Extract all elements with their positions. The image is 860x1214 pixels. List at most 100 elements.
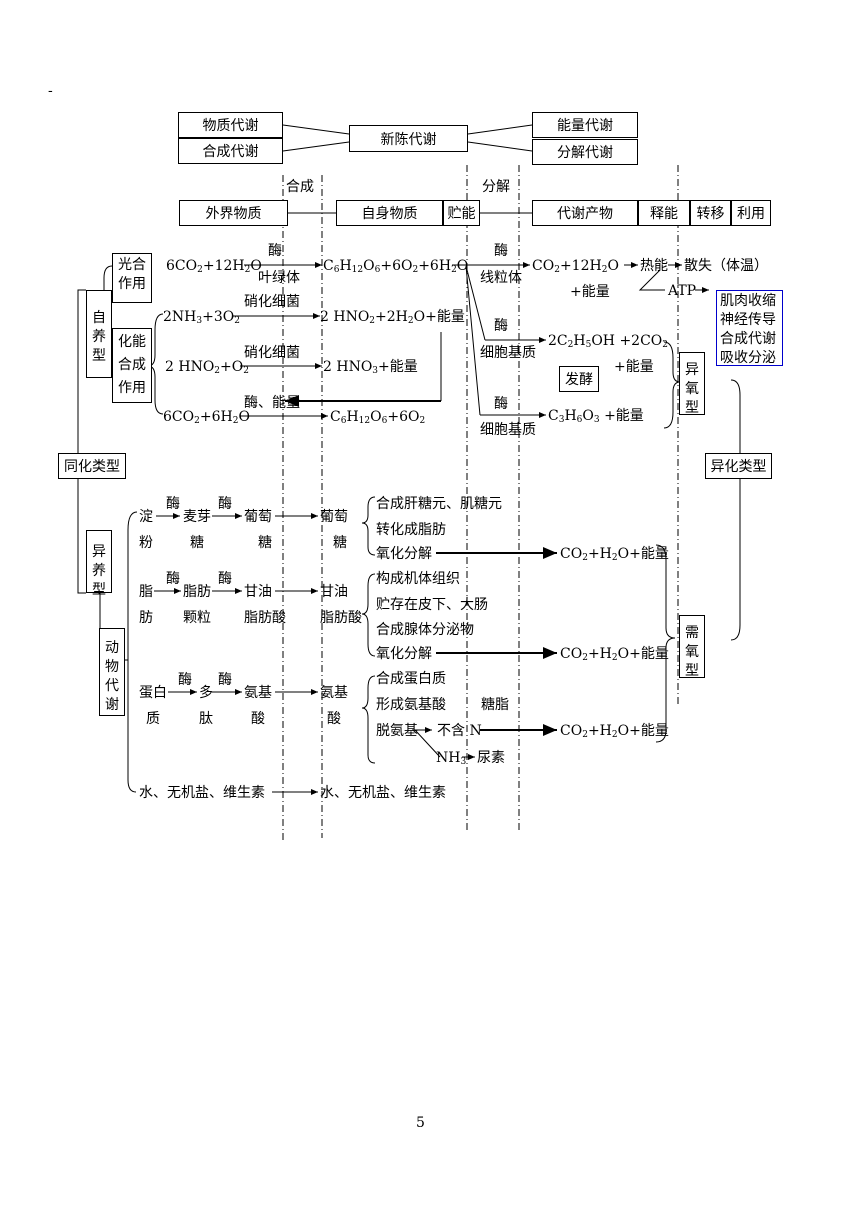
peptide-2: 肽 xyxy=(199,711,213,727)
glycerol-out-1: 甘油 xyxy=(320,584,348,600)
fat-fate-1: 构成机体组织 xyxy=(376,571,460,587)
chemosynthesis-label: 化能合成作用 xyxy=(118,334,146,396)
maltose-1: 麦芽 xyxy=(183,509,211,525)
utilize-box: 利用 xyxy=(731,200,771,226)
glucose-2: 糖 xyxy=(258,535,272,551)
energy-metabolism-box: 能量代谢 xyxy=(532,112,638,138)
sugar-output: CO2+H2O+能量 xyxy=(560,546,669,563)
decomposition-label: 分解 xyxy=(482,179,510,195)
ammonia-label: NH3 xyxy=(436,750,467,767)
water-salts-vitamins-right: 水、无机盐、维生素 xyxy=(320,785,446,801)
sugar-fate-2: 转化成脂肪 xyxy=(376,522,446,538)
glucose-1: 葡萄 xyxy=(244,509,272,525)
protein-output: CO2+H2O+能量 xyxy=(560,723,669,740)
sugar-fat-label: 糖脂 xyxy=(481,697,509,713)
fat-fate-4: 氧化分解 xyxy=(376,646,432,662)
fat-fate-2: 贮存在皮下、大肠 xyxy=(376,597,488,613)
anaer-enzyme-2: 酶 xyxy=(494,396,508,412)
atp-use-2: 神经传导 xyxy=(720,312,776,328)
metabolic-product-box: 代谢产物 xyxy=(532,200,638,226)
fat-output: CO2+H2O+能量 xyxy=(560,646,669,663)
photo-product: C6H12O6+6O2+6H2O xyxy=(323,258,469,275)
protein-fate-3: 脱氨基 xyxy=(376,723,418,739)
atp-label: ATP xyxy=(668,283,697,299)
resp-energy: +能量 xyxy=(570,284,610,300)
animal-metabolism-label: 动物代谢 xyxy=(105,640,119,713)
heat-energy: 热能 xyxy=(640,258,668,274)
protein-fate-2: 形成氨基酸 xyxy=(376,697,446,713)
metabolism-box: 新陈代谢 xyxy=(349,125,468,152)
chemo-product-3: C6H12O6+6O2 xyxy=(330,409,426,426)
protein-enzyme-1: 酶 xyxy=(178,672,192,688)
atp-use-1: 肌肉收缩 xyxy=(720,293,776,309)
protein-fate-1: 合成蛋白质 xyxy=(376,671,446,687)
fat-enzyme-2: 酶 xyxy=(218,571,232,587)
photosynthesis-label: 光合作用 xyxy=(118,257,146,292)
animal-metabolism-box: 动物代谢 xyxy=(99,628,125,716)
peptide-1: 多 xyxy=(199,685,213,701)
energy-release-box: 释能 xyxy=(638,200,690,226)
protein-1: 蛋白 xyxy=(139,685,167,701)
dissimilation-type-box: 异化类型 xyxy=(705,453,772,479)
atp-use-3: 合成代谢 xyxy=(720,331,776,347)
material-metabolism-box: 物质代谢 xyxy=(178,112,283,138)
glycerol-1: 甘油 xyxy=(244,584,272,600)
anaer-location-2: 细胞基质 xyxy=(480,422,536,438)
aerobic-label: 需氧型 xyxy=(685,625,699,679)
glucose-out-2: 糖 xyxy=(333,535,347,551)
chemosynthesis-box: 化能合成作用 xyxy=(112,328,152,403)
chloroplast-label: 叶绿体 xyxy=(258,270,300,286)
anaer-enzyme-1: 酶 xyxy=(494,318,508,334)
energy-store-box: 贮能 xyxy=(443,200,480,226)
amino-1: 氨基 xyxy=(244,685,272,701)
sugar-enzyme-2: 酶 xyxy=(218,496,232,512)
fat-droplet-1: 脂肪 xyxy=(183,584,211,600)
alcohol-product: 2C2H5OH +2CO2 xyxy=(548,333,669,350)
sugar-enzyme-1: 酶 xyxy=(166,496,180,512)
anaer-location-1: 细胞基质 xyxy=(480,345,536,361)
self-matter-box: 自身物质 xyxy=(336,200,443,226)
non-nitrogen-label: 不含 N xyxy=(437,723,482,739)
resp-product: CO2+12H2O xyxy=(532,258,619,275)
decomposition-metabolism-box: 分解代谢 xyxy=(532,139,638,165)
chemo-reactant-2: 2 HNO2+O2 xyxy=(165,359,249,376)
glycerol-2: 脂肪酸 xyxy=(244,610,286,626)
autotroph-label: 自养型 xyxy=(92,310,106,364)
heterotroph-label: 异养型 xyxy=(92,544,106,598)
amino-out-1: 氨基 xyxy=(320,685,348,701)
fat-fate-3: 合成腺体分泌物 xyxy=(376,622,474,638)
water-salts-vitamins-left: 水、无机盐、维生素 xyxy=(139,785,265,801)
mitochondria-label: 线粒体 xyxy=(480,270,522,286)
synthesis-metabolism-box: 合成代谢 xyxy=(178,138,283,164)
transfer-box: 转移 xyxy=(690,200,731,226)
aerobic-box: 需氧型 xyxy=(679,615,705,679)
protein-enzyme-2: 酶 xyxy=(218,672,232,688)
glucose-out-1: 葡萄 xyxy=(320,509,348,525)
anaer-energy: +能量 xyxy=(614,359,654,375)
fermentation-box: 发酵 xyxy=(559,366,599,392)
fat-2: 肪 xyxy=(139,610,153,626)
urea-label: 尿素 xyxy=(477,750,505,766)
resp-enzyme: 酶 xyxy=(494,243,508,259)
photosynthesis-box: 光合作用 xyxy=(112,253,152,303)
amino-2: 酸 xyxy=(251,711,265,727)
fat-enzyme-1: 酶 xyxy=(166,571,180,587)
fat-droplet-2: 颗粒 xyxy=(183,610,211,626)
protein-2: 质 xyxy=(146,711,160,727)
amino-out-2: 酸 xyxy=(327,711,341,727)
starch-2: 粉 xyxy=(139,535,153,551)
nitrifying-bacteria-1: 硝化细菌 xyxy=(244,294,300,310)
nitrifying-bacteria-2: 硝化细菌 xyxy=(244,345,300,361)
chemo-reactant-3: 6CO2+6H2O xyxy=(163,409,250,426)
glycerol-out-2: 脂肪酸 xyxy=(320,610,362,626)
atp-uses-box: 肌肉收缩 神经传导 合成代谢 吸收分泌 xyxy=(716,290,783,366)
fat-1: 脂 xyxy=(139,584,153,600)
chemo-product-2: 2 HNO3+能量 xyxy=(323,359,418,376)
photo-reactant: 6CO2+12H2O xyxy=(166,258,262,275)
enzyme-energy-label: 酶、能量 xyxy=(244,395,300,411)
anaerobic-box: 异氧型 xyxy=(679,352,705,416)
atp-use-4: 吸收分泌 xyxy=(720,350,776,366)
chemo-product-1: 2 HNO2+2H2O+能量 xyxy=(320,309,465,326)
